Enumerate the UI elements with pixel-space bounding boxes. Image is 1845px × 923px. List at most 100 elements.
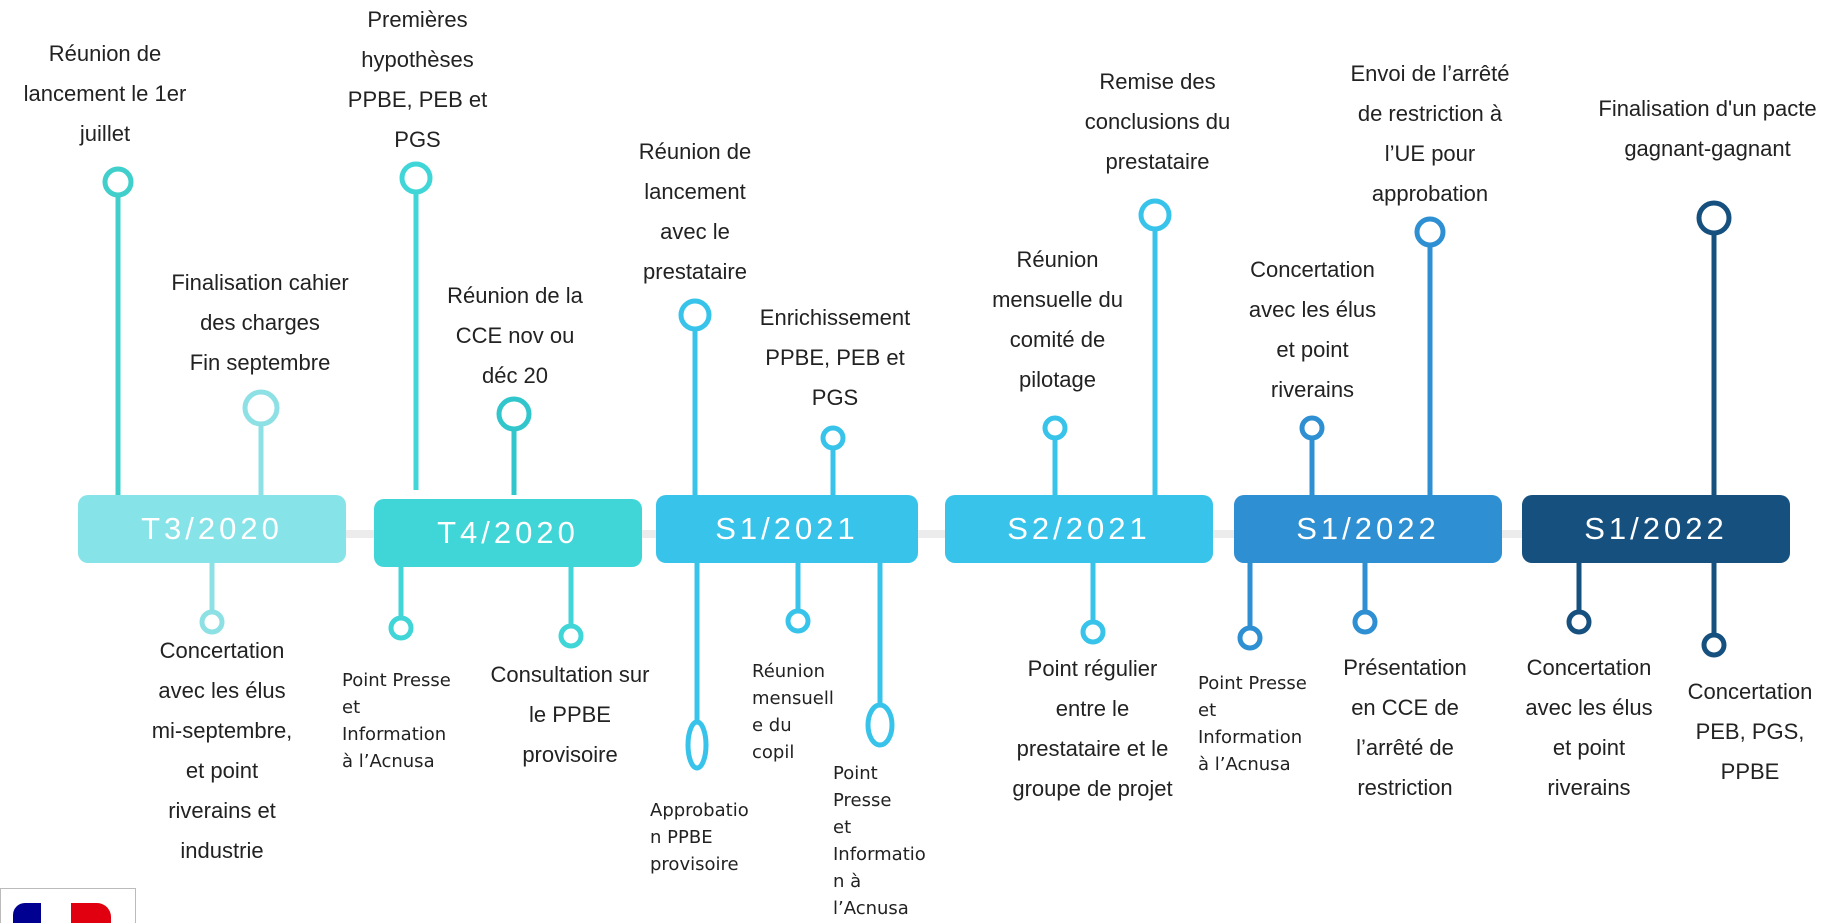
milestone-label-21: Concertation avec les élus et point riverai… <box>1500 648 1678 808</box>
milestone-label-line: Point Presse <box>1198 673 1307 694</box>
milestone-label-line: provisoire <box>522 742 618 767</box>
milestone-label-line: Consultation sur <box>490 662 650 687</box>
circle-marker-icon <box>558 623 584 649</box>
milestone-label-line: et point <box>1276 337 1349 362</box>
milestone-label-line: Finalisation cahier <box>171 270 349 295</box>
milestone-label-line: Informatio <box>833 844 926 865</box>
milestone-label-line: conclusions du <box>1084 109 1231 134</box>
logo-blue-shape <box>13 903 41 923</box>
milestone-label-10: Approbatio n PPBE provisoire <box>650 797 780 878</box>
milestone-label-line: l’Acnusa <box>833 898 909 919</box>
circle-marker-icon <box>820 425 846 451</box>
milestone-label-line: CCE nov ou <box>455 323 575 348</box>
period-box-3: S1/2021 <box>656 495 918 563</box>
milestone-label-line: et <box>1198 700 1217 721</box>
milestone-label-line: et <box>833 817 852 838</box>
circle-marker-icon <box>1701 632 1727 658</box>
oval-marker-icon <box>685 719 709 771</box>
milestone-label-line: Concertation <box>159 638 285 663</box>
milestone-label-line: le PPBE <box>529 702 611 727</box>
milestone-label-line: PPBE, PEB et <box>347 87 488 112</box>
milestone-label-line: Fin septembre <box>189 350 331 375</box>
milestone-label-line: Approbatio <box>650 800 749 821</box>
milestone-label-line: à l’Acnusa <box>342 751 435 772</box>
period-box-2: T4/2020 <box>374 499 642 567</box>
circle-marker-icon <box>1696 200 1732 236</box>
milestone-label-line: mensuell <box>752 688 834 709</box>
timeline-track <box>80 530 1780 538</box>
milestone-label-line: lancement le 1er <box>23 81 187 106</box>
milestone-label-line: Premières <box>367 7 468 32</box>
milestone-label-line: Information <box>1198 727 1303 748</box>
milestone-label-line: industrie <box>180 838 264 863</box>
milestone-label-line: lancement <box>644 179 746 204</box>
milestone-label-line: PGS <box>811 385 859 410</box>
milestone-label-line: Finalisation d'un pacte <box>1598 96 1817 121</box>
milestone-label-line: prestataire et le <box>1016 736 1169 761</box>
milestone-label-line: PGS <box>394 127 441 152</box>
milestone-label-line: Présentation <box>1343 655 1467 680</box>
circle-marker-icon <box>1414 216 1446 248</box>
circle-marker-icon <box>199 609 225 635</box>
milestone-label-line: PEB, PGS, <box>1695 719 1805 744</box>
milestone-label-line: prestataire <box>1105 149 1210 174</box>
milestone-label-line: approbation <box>1371 181 1489 206</box>
milestone-label-line: en CCE de <box>1351 695 1459 720</box>
milestone-label-line: n PPBE <box>650 827 713 848</box>
milestone-label-line: Point Presse <box>342 670 451 691</box>
milestone-label-line: riverains <box>1270 377 1355 402</box>
circle-marker-icon <box>388 615 414 641</box>
circle-marker-icon <box>1352 609 1378 635</box>
circle-marker-icon <box>1042 415 1068 441</box>
circle-marker-icon <box>399 161 433 195</box>
milestone-label-line: n à <box>833 871 862 892</box>
milestone-label-line: Réunion de <box>638 139 752 164</box>
milestone-label-line: et <box>342 697 361 718</box>
milestone-label-line: restriction <box>1357 775 1453 800</box>
circle-marker-icon <box>496 396 532 432</box>
milestone-label-line: juillet <box>79 121 131 146</box>
period-box-5: S1/2022 <box>1234 495 1502 563</box>
milestone-label-line: et point <box>1552 735 1626 760</box>
milestone-label-line: pilotage <box>1018 367 1097 392</box>
milestone-label-line: hypothèses <box>361 47 474 72</box>
circle-marker-icon <box>1566 609 1592 635</box>
milestone-label-line: Réunion <box>752 661 826 682</box>
milestone-label-line: riverains et <box>168 798 276 823</box>
milestone-label-line: avec les élus <box>158 678 286 703</box>
logo-red-shape <box>71 903 111 923</box>
milestone-label-line: avec le <box>660 219 730 244</box>
milestone-label-line: Envoi de l’arrêté <box>1350 61 1510 86</box>
milestone-label-line: provisoire <box>650 854 739 875</box>
milestone-label-line: riverains <box>1547 775 1631 800</box>
period-box-6: S1/2022 <box>1522 495 1790 563</box>
milestone-label-line: avec les élus <box>1525 695 1653 720</box>
milestone-label-line: Point régulier <box>1027 656 1158 681</box>
milestone-label-line: Réunion <box>1016 247 1099 272</box>
circle-marker-icon <box>1237 625 1263 651</box>
period-box-1: T3/2020 <box>78 495 346 563</box>
milestone-label-line: comité de <box>1009 327 1106 352</box>
milestone-label-line: Enrichissement <box>759 305 911 330</box>
republique-francaise-logo <box>0 888 136 923</box>
milestone-label-line: Point <box>833 763 878 784</box>
milestone-label-line: Information <box>342 724 447 745</box>
milestone-label-line: PPBE, PEB et <box>765 345 905 370</box>
circle-marker-icon <box>1299 415 1325 441</box>
milestone-label-line: de restriction à <box>1357 101 1503 126</box>
milestone-label-line: Presse <box>833 790 892 811</box>
milestone-label-line: Concertation <box>1526 655 1652 680</box>
period-box-4: S2/2021 <box>945 495 1213 563</box>
milestone-label-line: des charges <box>200 310 320 335</box>
